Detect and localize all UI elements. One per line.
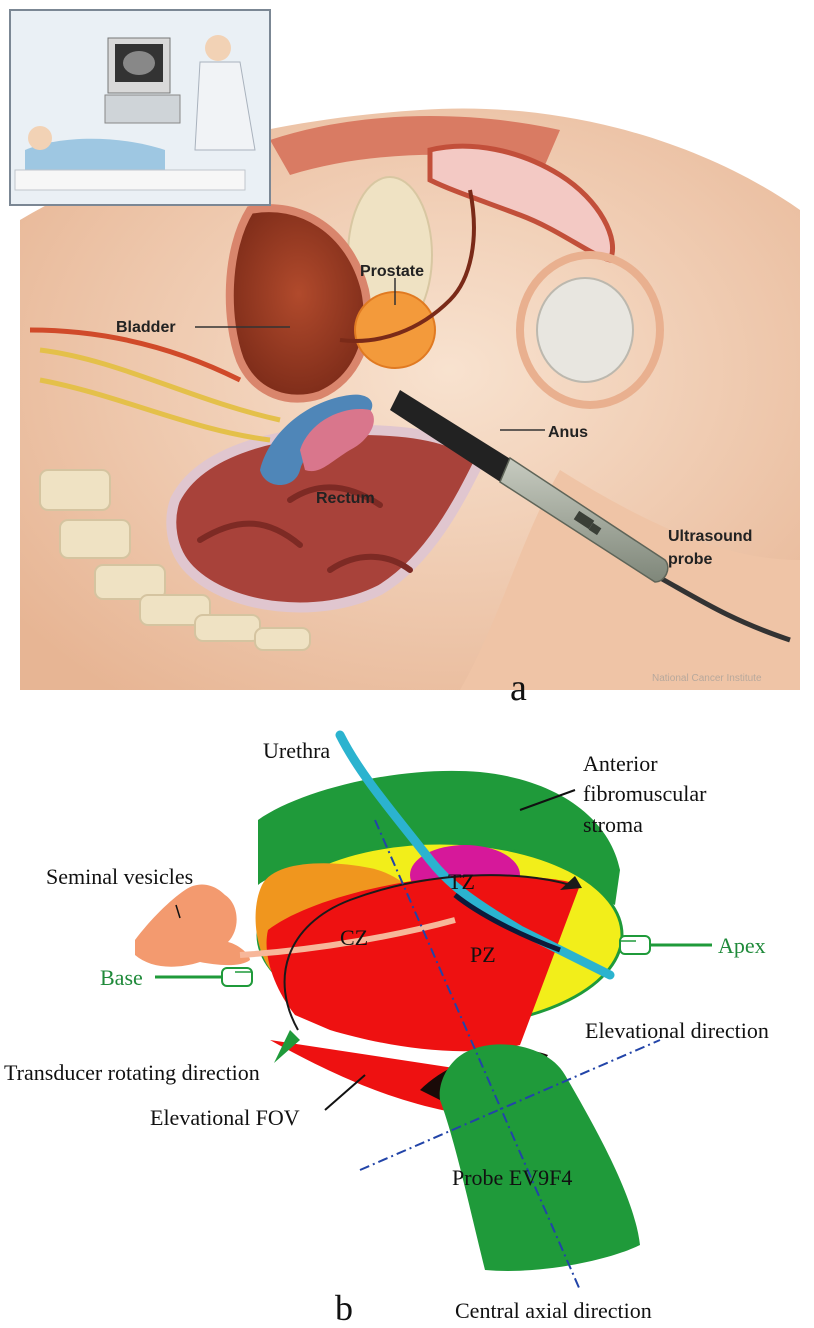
fov-leader	[325, 1075, 365, 1110]
label-tz: TZ	[448, 869, 475, 894]
label-ultrasound-probe-1: Ultrasound	[668, 528, 752, 545]
label-apex: Apex	[718, 933, 766, 958]
credit-nci: National Cancer Institute	[652, 673, 762, 684]
panel-a-anatomy-illustration: Prostate Bladder Anus Rectum Ultrasound …	[10, 10, 800, 709]
probe-body	[440, 1044, 640, 1271]
label-anterior-2: fibromuscular	[583, 781, 707, 806]
label-urethra: Urethra	[263, 738, 330, 763]
testis	[537, 278, 633, 382]
label-anterior-1: Anterior	[583, 751, 658, 776]
label-base: Base	[100, 965, 143, 990]
panel-letter-a: a	[510, 667, 527, 709]
label-prostate: Prostate	[360, 263, 424, 280]
panel-b-zone-diagram: Urethra Anterior fibromuscular stroma Se…	[4, 735, 769, 1328]
label-rectum: Rectum	[316, 490, 375, 507]
label-transducer-rotating-direction: Transducer rotating direction	[4, 1060, 260, 1085]
label-central-axial-direction: Central axial direction	[455, 1298, 652, 1323]
label-bladder: Bladder	[116, 319, 176, 336]
label-anterior-3: stroma	[583, 812, 643, 837]
inset-procedure-scene	[10, 10, 270, 205]
panel-letter-b: b	[335, 1288, 353, 1328]
label-elevational-fov: Elevational FOV	[150, 1105, 300, 1130]
seminal-vesicles-shape	[135, 885, 250, 967]
label-seminal-vesicles: Seminal vesicles	[46, 864, 193, 889]
patient-head	[28, 126, 52, 150]
label-pz: PZ	[470, 942, 496, 967]
doctor-head	[205, 35, 231, 61]
label-anus: Anus	[548, 424, 588, 441]
label-cz: CZ	[340, 925, 368, 950]
base-hand-icon	[222, 968, 252, 986]
label-elevational-direction: Elevational direction	[585, 1018, 769, 1043]
label-ultrasound-probe-2: probe	[668, 551, 713, 568]
label-probe: Probe EV9F4	[452, 1165, 572, 1190]
apex-hand-icon	[620, 936, 650, 954]
